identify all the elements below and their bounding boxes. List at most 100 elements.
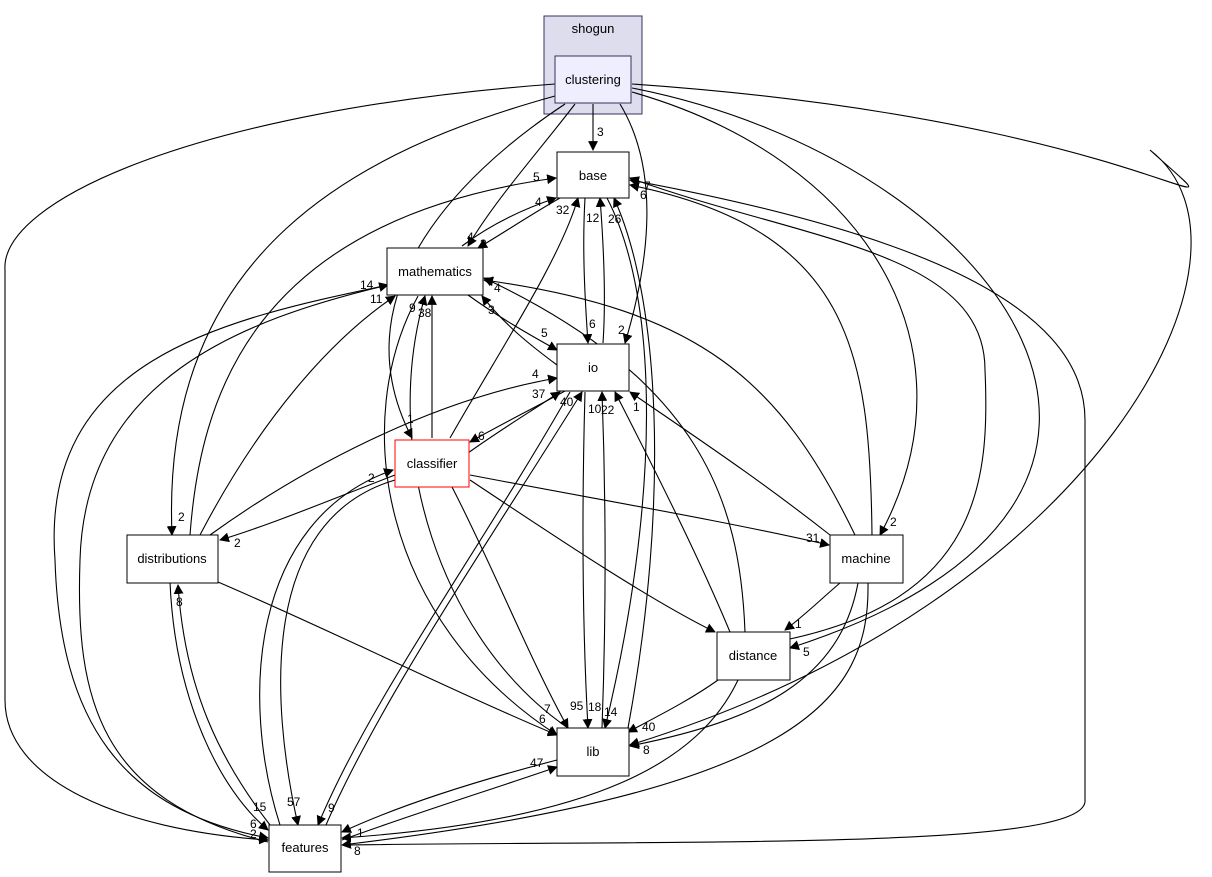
edge-label: 2 — [368, 471, 375, 485]
edge-label: 2 — [234, 536, 241, 550]
edge-lib-base — [613, 197, 656, 729]
edge-label: 4 — [535, 195, 542, 209]
cluster-label: shogun — [572, 21, 615, 36]
node-box — [829, 534, 904, 584]
edge-mathematics-lib — [383, 295, 558, 736]
edge-label: 2 — [178, 510, 185, 524]
edge-distributions-mathematics — [199, 295, 396, 536]
edge-label: 6 — [250, 817, 257, 831]
edge-classifier-distance — [469, 479, 716, 633]
edge-labels: 3 5 4 3 32 12 26 7 6 4 14 11 9 38 3 4 5 … — [176, 125, 897, 858]
edge-label: 1 — [407, 412, 414, 426]
edge-distributions-base — [189, 174, 557, 536]
edge-label: 6 — [589, 317, 596, 331]
edge-label: 2 — [618, 323, 625, 337]
edge-label: 57 — [287, 795, 301, 809]
edge-machine-features — [341, 582, 869, 849]
node-lib[interactable]: lib — [556, 727, 630, 777]
edge-label: 10 — [588, 402, 602, 416]
edge-label: 6 — [640, 188, 647, 202]
edge-distance-mathematics — [483, 277, 746, 633]
node-classifier[interactable]: classifier — [394, 439, 470, 488]
edge-label: 4 — [532, 367, 539, 381]
edge-label: 38 — [418, 306, 432, 320]
edge-classifier-io — [467, 391, 561, 454]
edge-label: 3 — [488, 303, 495, 317]
edge-features-io — [325, 391, 583, 826]
edge-distributions-features — [169, 581, 269, 831]
edge-label: 3 — [597, 125, 604, 139]
node-machine[interactable]: machine — [829, 534, 904, 584]
node-box — [126, 534, 219, 584]
edge-label: 8 — [176, 595, 183, 609]
edge-label: 9 — [328, 801, 335, 815]
edge-machine-lib — [629, 582, 859, 750]
edge-label: 95 — [570, 699, 584, 713]
node-label: distance — [729, 648, 777, 663]
node-distributions[interactable]: distributions — [126, 534, 219, 584]
edge-features-base — [341, 176, 1086, 846]
edge-base-mathematics — [477, 197, 561, 249]
edge-label: 1 — [357, 826, 364, 840]
node-features[interactable]: features — [268, 824, 342, 873]
edge-distance-base — [629, 176, 987, 641]
node-box — [386, 247, 484, 296]
node-label: features — [282, 840, 329, 855]
node-box — [394, 439, 470, 488]
node-io[interactable]: io — [556, 343, 630, 392]
edge-mathematics-features — [53, 284, 389, 842]
edge-label: 3 — [480, 237, 487, 251]
edge-label: 2 — [250, 827, 257, 841]
node-box — [556, 151, 630, 199]
node-box — [268, 824, 342, 873]
edge-label: 40 — [560, 395, 574, 409]
edge-classifier-machine — [469, 474, 830, 548]
edge-label: 4 — [467, 230, 474, 244]
edge-clustering-lib — [629, 83, 1192, 748]
edge-machine-mathematics — [483, 276, 856, 536]
edge-label: 40 — [642, 720, 656, 734]
edge-label: 1 — [795, 617, 802, 631]
edge-label: 7 — [544, 702, 551, 716]
edge-label: 31 — [806, 531, 820, 545]
edge-label: 18 — [588, 700, 602, 714]
edge-features-mathematics — [78, 282, 389, 843]
node-distance[interactable]: distance — [716, 631, 791, 681]
edge-label: 15 — [253, 800, 267, 814]
edge-clustering-mathematics — [467, 103, 576, 247]
edge-lib-features — [341, 759, 558, 833]
edge-label: 32 — [556, 203, 570, 217]
edge-classifier-base — [449, 197, 581, 439]
edge-label: 5 — [533, 170, 540, 184]
nodes: clustering base mathematics io classifie… — [126, 55, 904, 873]
edge-label: 5 — [541, 326, 548, 340]
edge-io-mathematics — [481, 295, 558, 366]
node-mathematics[interactable]: mathematics — [386, 247, 484, 296]
node-label: distributions — [137, 551, 207, 566]
edge-classifier-features — [280, 479, 396, 826]
edges — [4, 83, 1192, 849]
edge-machine-io — [629, 391, 831, 536]
edge-mathematics-base — [461, 196, 557, 247]
node-label: classifier — [407, 456, 458, 471]
edge-label: 6 — [539, 712, 546, 726]
node-label: machine — [841, 551, 890, 566]
edge-label: 22 — [601, 403, 615, 417]
edge-machine-distance — [784, 582, 841, 631]
edge-label: 6 — [478, 429, 485, 443]
node-label: lib — [586, 744, 599, 759]
edge-base-lib — [602, 197, 648, 729]
node-clustering[interactable]: clustering — [554, 55, 632, 104]
node-base[interactable]: base — [556, 151, 630, 199]
edge-distance-io — [614, 391, 731, 633]
node-label: mathematics — [398, 264, 472, 279]
edge-label: 2 — [890, 515, 897, 529]
edge-lib-mathematics — [409, 295, 569, 729]
edge-label: 47 — [530, 756, 544, 770]
edge-features-classifier — [259, 468, 394, 826]
edge-label: 5 — [803, 645, 810, 659]
edge-classifier-lib — [451, 486, 569, 729]
edge-label: 12 — [586, 211, 600, 225]
edge-mathematics-io — [467, 294, 558, 351]
